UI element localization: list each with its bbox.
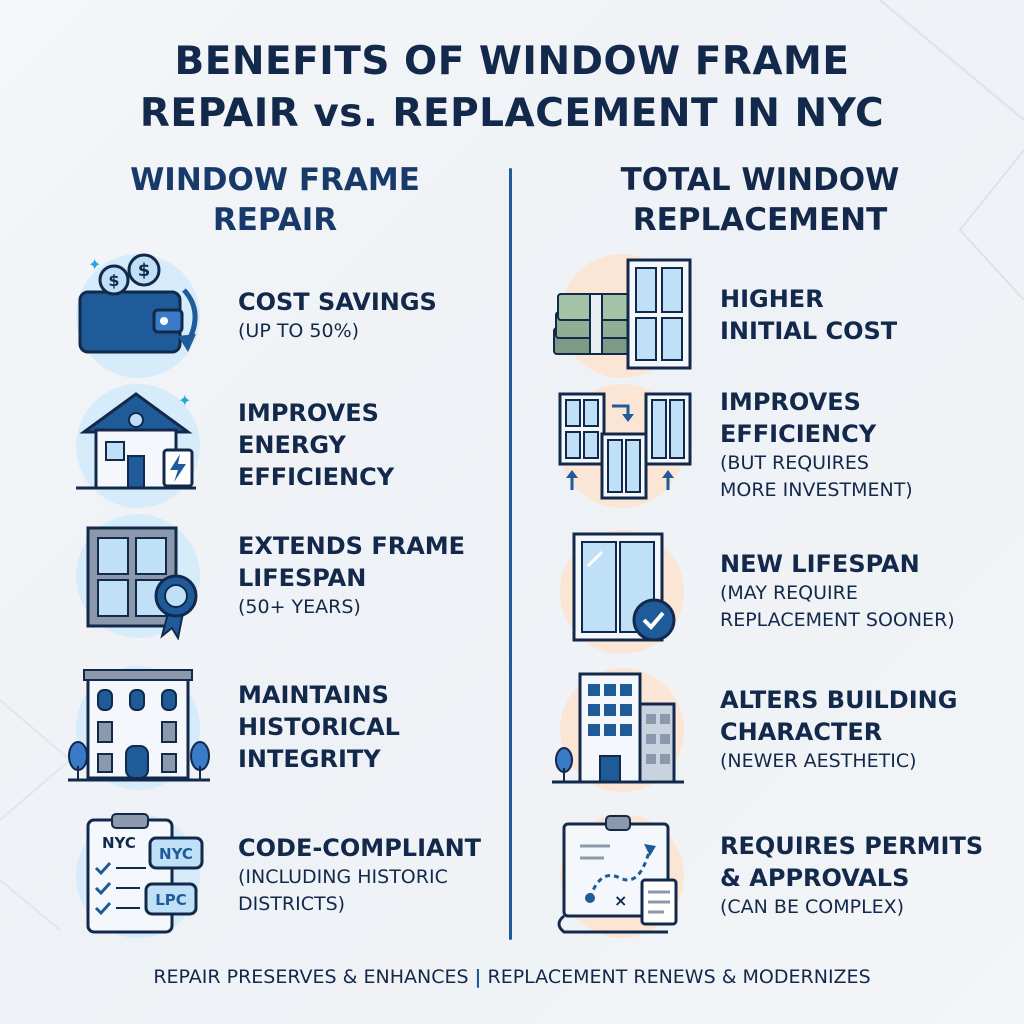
window-award-icon (66, 510, 216, 641)
item-subtext: REPLACEMENT SOONER) (720, 609, 955, 631)
svg-text:$: $ (108, 271, 119, 290)
svg-text:✦: ✦ (178, 391, 191, 410)
right-item-text: REQUIRES PERMITS & APPROVALS (CAN BE COM… (720, 810, 1024, 940)
left-item-cost-savings: $ $ ✦ COST SAVINGS (UP TO 50%) (66, 250, 536, 380)
item-heading: EFFICIENCY (720, 420, 877, 448)
left-heading-line-1: WINDOW FRAME (130, 162, 420, 198)
item-heading: HISTORICAL (238, 713, 400, 741)
item-heading: COST SAVINGS (238, 287, 437, 316)
left-item-extends-lifespan: EXTENDS FRAME LIFESPAN (50+ YEARS) (66, 510, 538, 641)
item-heading: NEW LIFESPAN (720, 550, 920, 578)
page-title: BENEFITS OF WINDOW FRAME REPAIR vs. REPL… (0, 36, 1024, 140)
item-heading: & APPROVALS (720, 863, 910, 892)
footer-left-text: REPAIR PRESERVES & ENHANCES (153, 966, 469, 988)
item-heading: CHARACTER (720, 717, 883, 746)
badge-lpc-text: LPC (155, 891, 187, 909)
left-item-historical-integrity: MAINTAINS HISTORICAL INTEGRITY (66, 662, 536, 792)
svg-text:×: × (614, 891, 627, 910)
item-heading: LIFESPAN (238, 563, 367, 592)
svg-text:✦: ✦ (88, 255, 101, 274)
column-divider (509, 168, 512, 940)
house-energy-icon: ✦ (66, 380, 216, 510)
footer-right-text: REPLACEMENT RENEWS & MODERNIZES (487, 966, 871, 988)
left-item-code-compliant: NYC NYC LPC CODE-COMPLIANT (INCLUDING HI… (66, 810, 536, 940)
svg-text:$: $ (138, 260, 151, 281)
footer-separator: | (474, 966, 482, 988)
item-heading: CODE-COMPLIANT (238, 834, 482, 862)
item-subtext: (50+ YEARS) (238, 595, 361, 618)
badge-nyc-text: NYC (102, 834, 136, 852)
right-column-heading: TOTAL WINDOW REPLACEMENT (540, 160, 980, 240)
title-line-1: BENEFITS OF WINDOW FRAME (174, 39, 850, 84)
item-heading: HIGHER (720, 285, 824, 313)
right-heading-line-1: TOTAL WINDOW (620, 162, 900, 198)
cash-window-icon (550, 250, 700, 380)
item-subtext: (UP TO 50%) (238, 319, 360, 342)
right-item-alters-character: ALTERS BUILDING CHARACTER (NEWER AESTHET… (550, 664, 1020, 794)
left-item-text: CODE-COMPLIANT (INCLUDING HISTORIC DISTR… (238, 810, 538, 940)
item-subtext: DISTRICTS) (238, 893, 346, 915)
left-item-text: COST SAVINGS (UP TO 50%) (238, 250, 538, 380)
item-heading: IMPROVES (720, 388, 861, 416)
item-heading: MAINTAINS (238, 681, 389, 709)
right-item-text: HIGHER INITIAL COST (720, 250, 1024, 380)
title-line-2: REPAIR vs. REPLACEMENT IN NYC (139, 91, 885, 136)
right-item-new-lifespan: NEW LIFESPAN (MAY REQUIRE REPLACEMENT SO… (550, 526, 1020, 656)
item-subtext: (NEWER AESTHETIC) (720, 749, 917, 772)
item-heading: REQUIRES PERMITS (720, 831, 984, 860)
item-subtext: (INCLUDING HISTORIC (238, 866, 448, 888)
left-item-text: IMPROVES ENERGY EFFICIENCY (238, 380, 538, 510)
item-subtext: (MAY REQUIRE (720, 582, 858, 604)
modern-building-icon (550, 664, 700, 794)
blueprint-permit-icon: × (550, 810, 700, 940)
item-heading: ENERGY (238, 431, 346, 459)
historic-building-icon (66, 662, 216, 792)
right-item-text: IMPROVES EFFICIENCY (BUT REQUIRES MORE I… (720, 380, 1024, 510)
item-subtext: MORE INVESTMENT) (720, 479, 913, 501)
footer-tagline: REPAIR PRESERVES & ENHANCES|REPLACEMENT … (0, 966, 1024, 988)
right-item-permits: × REQUIRES PERMITS & APPROVALS (CAN BE C… (550, 810, 1020, 940)
item-subtext: (BUT REQUIRES (720, 452, 869, 474)
item-heading: IMPROVES (238, 399, 379, 427)
window-check-icon (550, 526, 700, 656)
item-heading: EFFICIENCY (238, 463, 395, 491)
item-subtext: (CAN BE COMPLEX) (720, 895, 905, 918)
left-heading-line-2: REPAIR (212, 202, 338, 238)
window-swap-icon (550, 380, 700, 510)
item-heading: ALTERS BUILDING (720, 685, 958, 714)
left-column-heading: WINDOW FRAME REPAIR (55, 160, 495, 240)
left-item-text: EXTENDS FRAME LIFESPAN (50+ YEARS) (238, 510, 538, 640)
left-item-energy-efficiency: ✦ IMPROVES ENERGY EFFICIENCY (66, 380, 536, 510)
item-heading: INTEGRITY (238, 745, 381, 773)
wallet-coins-icon: $ $ ✦ (66, 250, 216, 380)
right-item-text: NEW LIFESPAN (MAY REQUIRE REPLACEMENT SO… (720, 526, 1024, 656)
right-item-higher-cost: HIGHER INITIAL COST (550, 250, 1020, 380)
right-item-text: ALTERS BUILDING CHARACTER (NEWER AESTHET… (720, 664, 1024, 794)
right-item-improves-efficiency: IMPROVES EFFICIENCY (BUT REQUIRES MORE I… (550, 380, 1020, 510)
right-heading-line-2: REPLACEMENT (632, 202, 888, 238)
left-item-text: MAINTAINS HISTORICAL INTEGRITY (238, 662, 538, 792)
clipboard-checklist-icon: NYC NYC LPC (66, 810, 216, 940)
badge-nyc-text: NYC (159, 845, 193, 863)
item-heading: INITIAL COST (720, 317, 898, 345)
item-heading: EXTENDS FRAME (238, 531, 466, 560)
